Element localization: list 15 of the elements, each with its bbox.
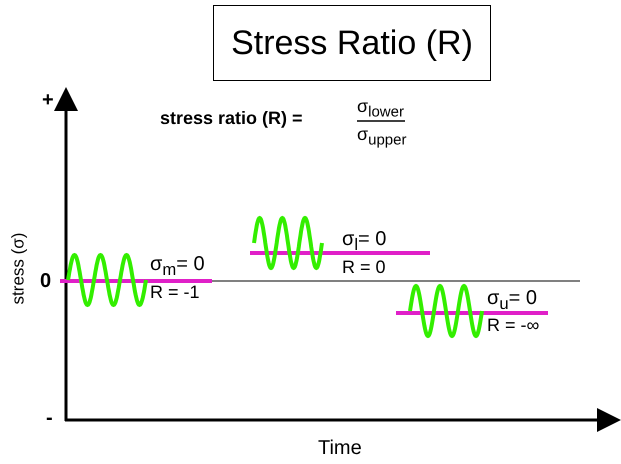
tick-label: 0 (40, 271, 52, 291)
tick-label: - (46, 408, 53, 428)
annotation-text: σ$_{m}$= 0 (150, 254, 205, 279)
annotation-text: R = -∞ (487, 316, 540, 334)
annotation-text: R = 0 (342, 258, 386, 276)
equation-text: stress ratio (R) = (160, 109, 303, 127)
axis-label: stress (σ) (9, 232, 26, 304)
axis-label: Time (318, 438, 362, 458)
annotation-text: σ$_{l}$= 0 (342, 229, 386, 254)
denominator-text: σ$_{upper}$ (357, 125, 406, 148)
numerator-text: σ$_{lower}$ (357, 97, 404, 120)
annotation-text: R = -1 (150, 283, 200, 301)
chart-title: Stress Ratio (R) (213, 5, 491, 81)
tick-label: + (42, 90, 54, 110)
annotation-text: σ$_{u}$= 0 (487, 288, 537, 313)
